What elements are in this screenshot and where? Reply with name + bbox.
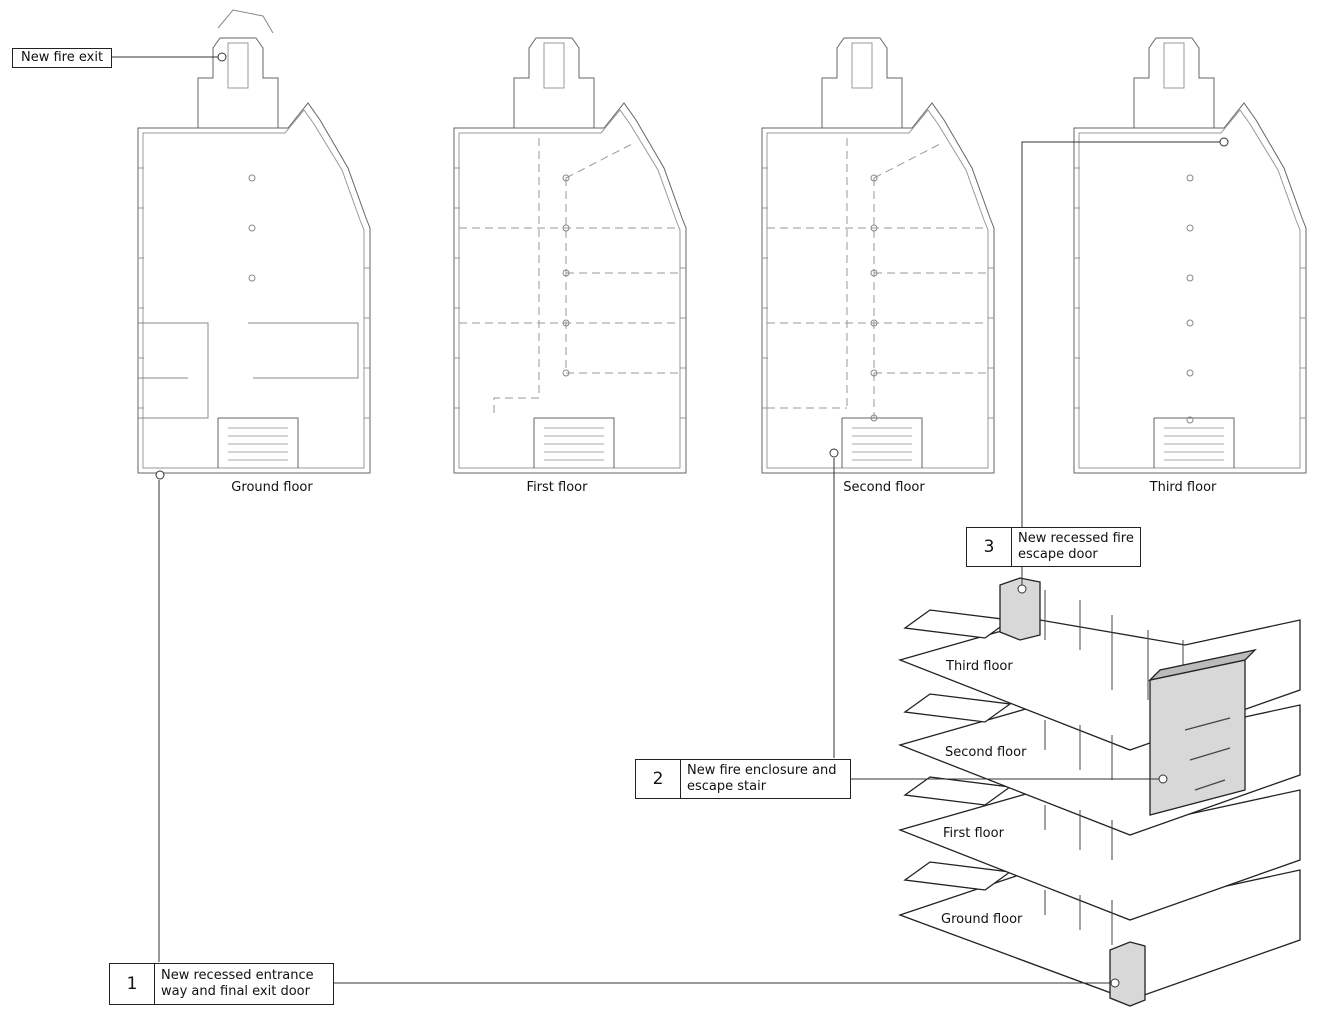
ground-floor-plan	[137, 9, 371, 474]
second-floor-plan-label: Second floor	[843, 480, 925, 495]
iso-second-floor-label: Second floor	[945, 745, 1027, 760]
callout-3-line2: escape door	[1018, 547, 1098, 562]
leader-lines	[110, 52, 1229, 988]
iso-third-floor-label: Third floor	[946, 659, 1013, 674]
first-floor-plan-label: First floor	[526, 480, 588, 495]
isometric-building	[897, 577, 1301, 1007]
fire-exit-tag-text: New fire exit	[21, 50, 104, 65]
callout-2-line2: escape stair	[687, 779, 767, 794]
callout-1-number: 1	[110, 964, 155, 1004]
ground-floor-plan-label: Ground floor	[231, 480, 313, 495]
second-floor-plan	[761, 37, 995, 474]
iso-first-floor-label: First floor	[943, 826, 1004, 841]
callout-1: 1 New recessed entrance way and final ex…	[109, 963, 334, 1005]
third-floor-plan	[1073, 37, 1307, 474]
callout-3-number: 3	[967, 528, 1012, 566]
callout-1-line2: way and final exit door	[161, 984, 310, 999]
callout-3: 3 New recessed fire escape door	[966, 527, 1141, 567]
callout-2: 2 New fire enclosure and escape stair	[635, 759, 851, 799]
first-floor-plan	[453, 37, 687, 474]
fire-exit-tag: New fire exit	[12, 48, 113, 68]
callout-1-line1: New recessed entrance	[161, 968, 314, 983]
iso-ground-floor-label: Ground floor	[941, 912, 1023, 927]
callout-2-line1: New fire enclosure and	[687, 763, 837, 778]
callout-2-number: 2	[636, 760, 681, 798]
third-floor-plan-label: Third floor	[1149, 480, 1217, 495]
callout-3-line1: New recessed fire	[1018, 531, 1134, 546]
